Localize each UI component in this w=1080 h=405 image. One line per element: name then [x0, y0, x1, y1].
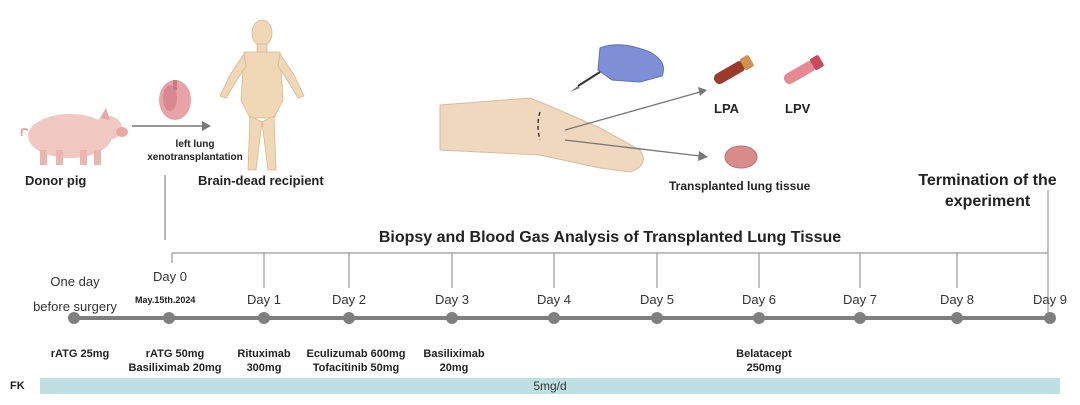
drug-line: 300mg: [246, 362, 282, 374]
termination-label: Termination of the experiment: [895, 170, 1080, 212]
day-label-6: Day 6: [742, 292, 776, 307]
procedure-label: left lung xenotransplantation: [140, 138, 250, 164]
day-label-5: Day 5: [640, 292, 674, 307]
day-label-3: Day 3: [435, 292, 469, 307]
recipient-label: Brain-dead recipient: [198, 173, 324, 188]
day-label-2: Day 2: [332, 292, 366, 307]
lung-icon: [159, 80, 191, 120]
arrow-to-tissue: [564, 139, 701, 157]
drug-label-5: Belatacept 250mg: [736, 347, 792, 375]
day-label-7: Day 7: [843, 292, 877, 307]
pre-op-label: One day before surgery: [20, 269, 130, 319]
surgeon-hand-icon: [570, 44, 664, 92]
drug-label-0: rATG 25mg: [51, 347, 109, 361]
fk-label: FK: [10, 380, 25, 392]
lpv-label: LPV: [785, 101, 811, 116]
drug-line: Basiliximab: [423, 348, 485, 360]
timeline-dot-9: [951, 312, 963, 324]
day-label-9: Day 9: [1033, 292, 1067, 307]
drug-line: rATG 25mg: [50, 348, 110, 360]
timeline-dot-0: [68, 312, 80, 324]
pig-illustration: [20, 108, 128, 165]
timeline-dot-1: [163, 312, 175, 324]
drug-line: Basiliximab 20mg: [128, 362, 222, 374]
timeline-dot-4: [446, 312, 458, 324]
bracket-title: Biopsy and Blood Gas Analysis of Transpl…: [378, 229, 842, 246]
fk-dose-label: 5mg/d: [533, 379, 567, 393]
timeline-dot-2: [258, 312, 270, 324]
timeline-dot-5: [548, 312, 560, 324]
arm-illustration: [439, 97, 644, 173]
timeline-dot-7: [753, 312, 765, 324]
drug-line: Eculizumab 600mg: [306, 348, 406, 360]
lpa-tube-icon: [713, 55, 754, 85]
drug-label-2: Rituximab 300mg: [237, 347, 290, 375]
recipient-illustration: [219, 19, 305, 171]
procedure-line1: left lung: [175, 139, 215, 150]
procedure-line2: xenotransplantation: [147, 152, 243, 163]
biopsy-bracket: [171, 252, 1048, 263]
termination-line1: Termination of the: [918, 172, 1057, 189]
pre-op-line2: before surgery: [33, 299, 117, 314]
drug-line: rATG 50mg: [145, 348, 205, 360]
termination-line2: experiment: [944, 193, 1031, 210]
arrow-to-lpa: [564, 91, 701, 131]
donor-label: Donor pig: [25, 173, 87, 188]
day0-label: Day 0: [153, 269, 187, 284]
timeline-dot-8: [854, 312, 866, 324]
timeline-dot-6: [651, 312, 663, 324]
tissue-icon: [724, 145, 758, 169]
drug-label-4: Basiliximab 20mg: [423, 347, 484, 375]
day0-date: May.15th.2024: [135, 295, 196, 305]
day-label-1: Day 1: [247, 292, 281, 307]
tissue-label: Transplanted lung tissue: [669, 179, 811, 193]
drug-line: Rituximab: [237, 348, 291, 360]
timeline-dot-3: [343, 312, 355, 324]
drug-line: 250mg: [746, 362, 782, 374]
lpv-tube-icon: [783, 55, 824, 85]
drug-line: Tofacitinib 50mg: [312, 362, 400, 374]
timeline-dot-10: [1044, 312, 1056, 324]
pre-op-line1: One day: [50, 274, 100, 289]
day-label-4: Day 4: [537, 292, 571, 307]
fk-dosing-bar: 5mg/d: [40, 378, 1060, 394]
day-label-8: Day 8: [940, 292, 974, 307]
lpa-label: LPA: [714, 101, 740, 116]
drug-line: 20mg: [439, 362, 469, 374]
drug-line: Belatacept: [736, 348, 792, 360]
